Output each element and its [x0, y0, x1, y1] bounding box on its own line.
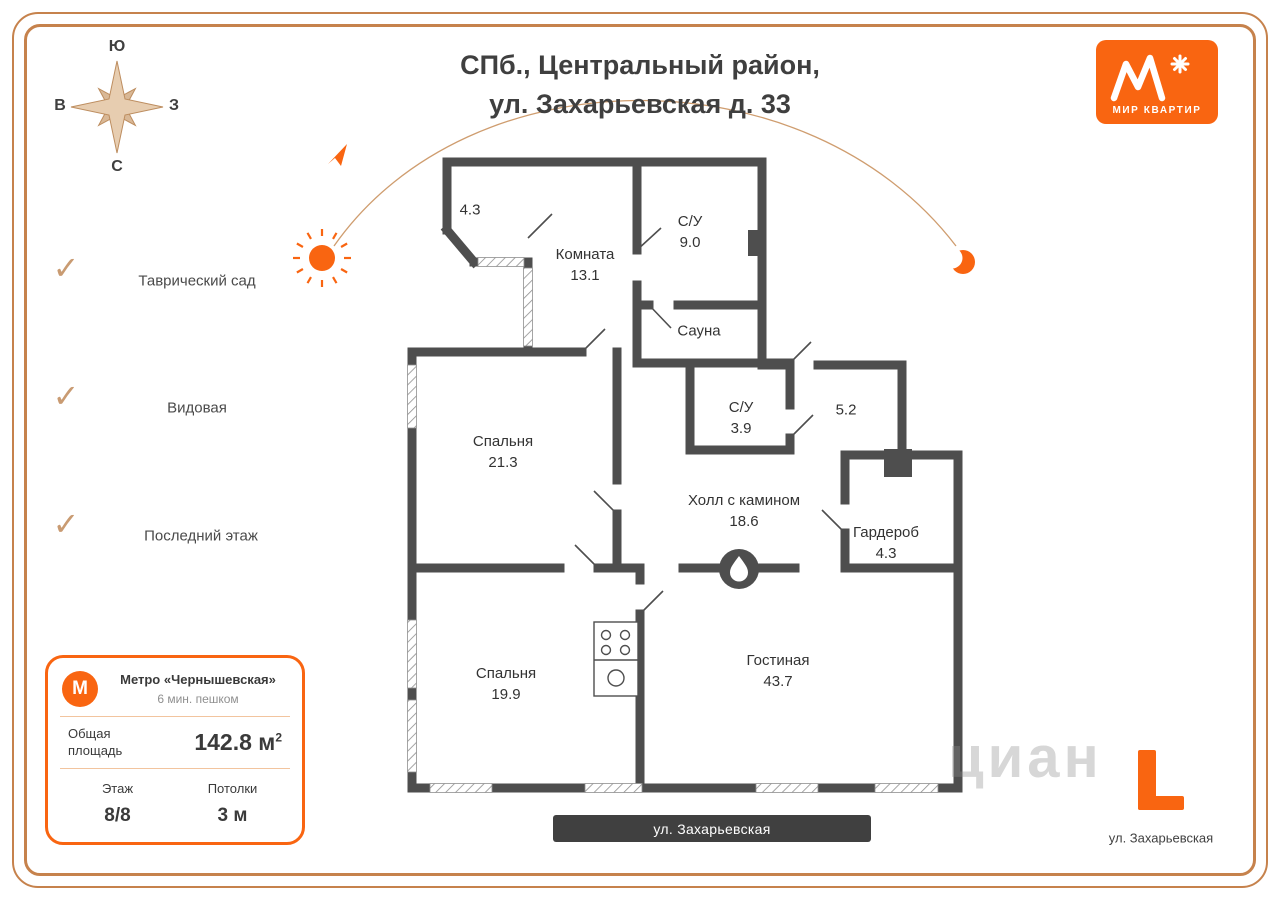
street-bar-label: ул. Захарьевская [653, 820, 771, 837]
room-label-gostinaya: Гостиная 43.7 [747, 650, 810, 692]
feature-tavricheskiy-sad: Таврический сад [138, 272, 256, 290]
corner-street-label: ул. Захарьевская [1108, 830, 1214, 846]
window-segments [407, 257, 939, 793]
room-area: 4.3 [875, 545, 897, 562]
feature-posledniy-etazh: Последний этаж [144, 527, 258, 545]
total-area-label: Общая площадь [68, 725, 122, 760]
mir-kvartir-logo: МИР КВАРТИР [1096, 40, 1218, 124]
door-swings [527, 213, 846, 615]
room-area: 19.9 [491, 686, 521, 703]
ceiling-value: 3 м [217, 804, 248, 826]
room-label-holl: Холл с камином 18.6 [688, 490, 800, 532]
title-line-2: ул. Захарьевская д. 33 [489, 89, 791, 120]
room-name: С/У [677, 213, 703, 230]
total-area-sup: 2 [275, 729, 282, 744]
room-area: 18.6 [729, 513, 759, 530]
compass-south-label: Ю [108, 38, 126, 55]
room-area: 9.0 [679, 234, 701, 251]
brand-caption: МИР КВАРТИР [1112, 105, 1202, 116]
room-name: Гостиная [746, 652, 810, 669]
kitchen-icon [593, 621, 639, 697]
bird-icon [328, 144, 347, 166]
fireplace-icon [719, 549, 759, 589]
room-label-spalnya-21: Спальня 21.3 [473, 431, 533, 473]
total-area-row: Общая площадь 142.8 м2 [60, 717, 290, 769]
compass-icon [70, 60, 164, 154]
metro-icon: М [62, 670, 98, 707]
corner-l-logo-icon [1138, 750, 1184, 810]
compass-east-label: В [54, 97, 66, 114]
room-area: 43.7 [763, 673, 793, 690]
room-name: Спальня [475, 665, 537, 682]
room-label-balcony: 4.3 [460, 200, 481, 221]
metro-texts: Метро «Чернышевская» 6 мин. пешком [108, 670, 288, 708]
room-label-su-39: С/У 3.9 [729, 397, 754, 439]
room-label-sauna: Сауна [677, 321, 720, 342]
sun-icon [293, 229, 351, 287]
stats-row: Этаж 8/8 Потолки 3 м [60, 769, 290, 832]
compass-north-label: С [111, 158, 123, 175]
corner-logo-bar [1138, 750, 1156, 810]
total-area-number: 142.8 м [194, 728, 276, 755]
metro-name: Метро «Чернышевская» [120, 672, 276, 687]
compass-west-label: З [168, 97, 180, 114]
total-area-value: 142.8 м2 [194, 729, 282, 756]
check-icon: ✓ [52, 378, 80, 414]
ceiling-stat: Потолки 3 м [175, 778, 290, 832]
street-bar: ул. Захарьевская [553, 815, 871, 842]
room-area: 4.3 [459, 201, 481, 219]
info-card: М Метро «Чернышевская» 6 мин. пешком Общ… [45, 655, 305, 845]
room-label-52: 5.2 [836, 400, 857, 421]
room-label-garderob: Гардероб 4.3 [853, 522, 919, 564]
room-area: 5.2 [835, 401, 857, 419]
ceiling-label: Потолки [207, 780, 258, 796]
room-label-su-9: С/У 9.0 [678, 211, 703, 253]
moon-icon [941, 247, 975, 274]
room-name: Сауна [677, 322, 721, 340]
corner-logo-foot [1138, 796, 1184, 810]
total-area-label-line2: площадь [68, 743, 123, 759]
total-area-label-line1: Общая [68, 725, 111, 741]
check-icon: ✓ [52, 506, 80, 542]
floor-value: 8/8 [104, 804, 131, 826]
metro-row: М Метро «Чернышевская» 6 мин. пешком [60, 668, 290, 717]
page-title: СПб., Центральный район, ул. Захарьевска… [460, 46, 820, 124]
room-name: Комната [555, 246, 615, 263]
metro-walk: 6 мин. пешком [157, 691, 239, 706]
day-arc [333, 100, 957, 247]
floor-stat: Этаж 8/8 [60, 778, 175, 832]
room-label-spalnya-19: Спальня 19.9 [476, 663, 536, 705]
floor-label: Этаж [101, 780, 134, 796]
room-area: 3.9 [730, 420, 752, 437]
title-line-1: СПб., Центральный район, [460, 50, 820, 80]
room-label-komnata: Комната 13.1 [556, 244, 615, 286]
room-name: Спальня [472, 433, 534, 450]
mir-kvartir-mark-icon [1110, 54, 1190, 102]
room-name: Гардероб [853, 524, 919, 541]
feature-vidovaya: Видовая [167, 399, 227, 417]
check-icon: ✓ [52, 250, 80, 286]
room-name: Холл с камином [687, 492, 801, 509]
shaft-block [748, 230, 758, 256]
room-area: 13.1 [570, 267, 600, 284]
vent-block [884, 449, 912, 477]
room-name: С/У [728, 399, 754, 416]
room-area: 21.3 [488, 454, 518, 471]
